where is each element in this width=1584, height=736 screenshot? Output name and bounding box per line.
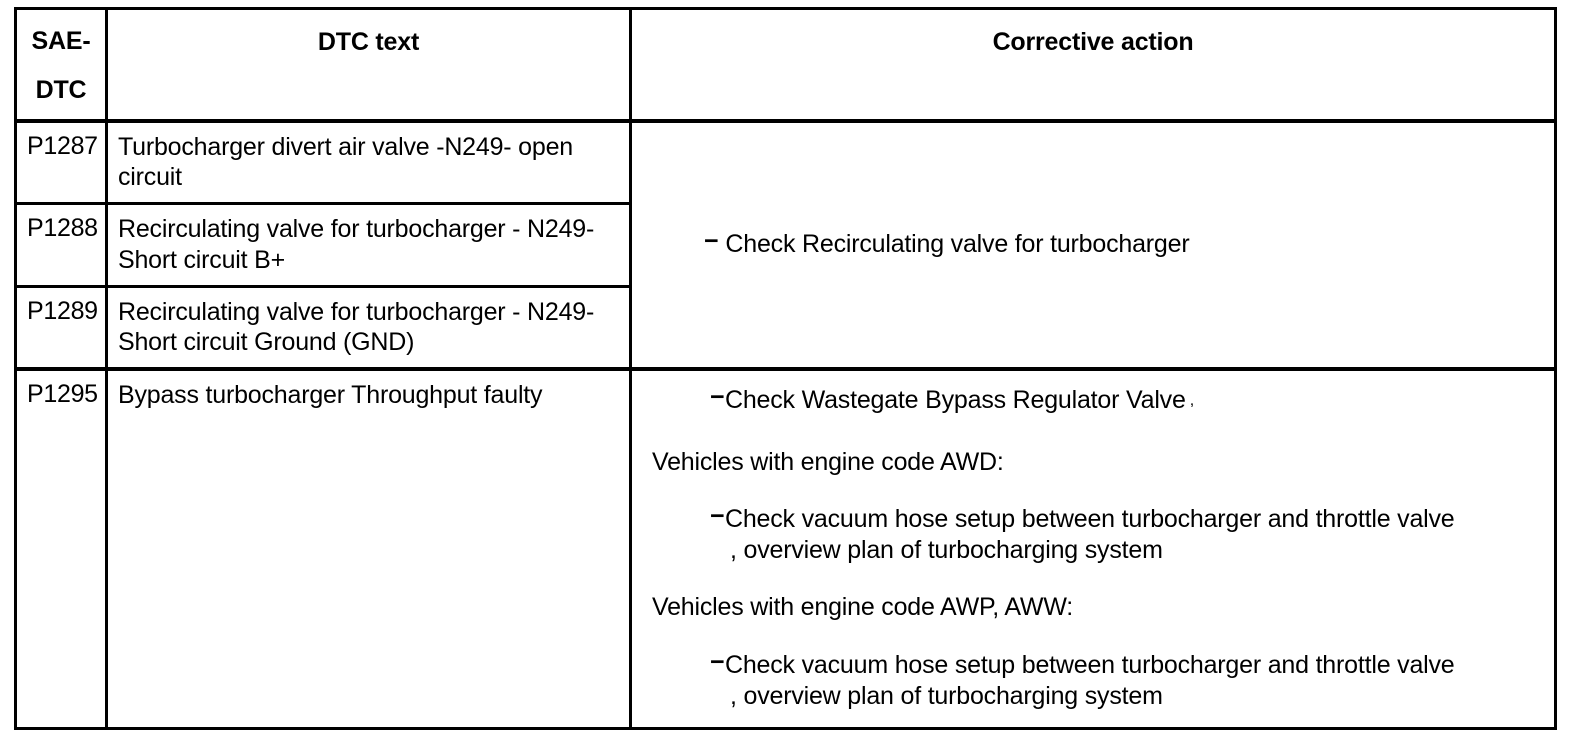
bullet-3-line2: , overview plan of turbocharging system	[730, 681, 1163, 710]
corrective-action-bullet-1: − Check Wastegate Bypass Regulator Valve…	[642, 383, 1544, 416]
bullet-dash-icon: −	[710, 383, 725, 412]
cell-corrective-action-group2: − Check Wastegate Bypass Regulator Valve…	[631, 369, 1556, 728]
bullet-3-line1: Check vacuum hose setup between turbocha…	[725, 650, 1455, 679]
bullet-1-text: Check Wastegate Bypass Regulator Valve	[725, 386, 1186, 415]
engine-code-heading-awd: Vehicles with engine code AWD:	[652, 447, 1004, 476]
corrective-action-bullet-2: − Check vacuum hose setup between turboc…	[642, 501, 1544, 535]
header-sae-line2: DTC	[35, 75, 87, 104]
table-header-row: SAE- DTC DTC text Corrective action	[15, 8, 1556, 123]
bullet-2-line1: Check vacuum hose setup between turbocha…	[725, 504, 1455, 533]
engine-code-heading-awp-aww: Vehicles with engine code AWP, AWW:	[652, 593, 1074, 622]
bullet-dash-icon: −	[710, 501, 725, 530]
corrective-action-text: Check Recirculating valve for turbocharg…	[725, 230, 1190, 259]
corrective-action-block: − Check Wastegate Bypass Regulator Valve…	[632, 371, 1554, 722]
bullet-dash-icon: −	[704, 227, 719, 256]
bullet-dash-icon: −	[710, 647, 725, 676]
dtc-table: SAE- DTC DTC text Corrective action P128…	[14, 7, 1557, 730]
table-row: P1289 Recirculating valve for turbocharg…	[15, 286, 1556, 372]
table-row: P1295 Bypass turbocharger Throughput fau…	[15, 369, 1556, 729]
bullet-2-line2: , overview plan of turbocharging system	[730, 536, 1163, 565]
cell-sae-code: P1287	[15, 120, 108, 206]
cell-corrective-action-group1: − Check Recirculating valve for turbocha…	[630, 120, 1556, 372]
spacer	[642, 478, 1544, 504]
spacer	[642, 624, 1544, 650]
spacer	[642, 417, 1544, 447]
cell-sae-code: P1289	[15, 286, 108, 372]
table-row: P1288 Recirculating valve for turbocharg…	[15, 203, 1556, 288]
corrective-action-bullet-3: − Check vacuum hose setup between turboc…	[642, 647, 1544, 681]
cell-sae-code: P1288	[15, 203, 108, 288]
header-sae-line1: SAE-	[31, 27, 91, 55]
table-row: P1287 Turbocharger divert air valve -N24…	[15, 120, 1556, 372]
cell-sae-code: P1295	[15, 369, 108, 729]
cell-dtc-text: Turbocharger divert air valve -N249- ope…	[106, 120, 632, 206]
spacer	[642, 566, 1544, 592]
cell-dtc-text: Recirculating valve for turbocharger - N…	[106, 286, 632, 372]
cell-dtc-text: Bypass turbocharger Throughput faulty	[106, 369, 632, 729]
header-cell-dtc-text: DTC text	[106, 8, 632, 123]
cell-dtc-text: Recirculating valve for turbocharger - N…	[106, 203, 632, 288]
corrective-action-bullet: − Check Recirculating valve for turbocha…	[632, 123, 1554, 368]
header-cell-corrective-action: Corrective action	[630, 8, 1556, 123]
header-cell-sae-dtc: SAE- DTC	[15, 8, 108, 123]
bullet-1-tail-mark: ,	[1189, 392, 1194, 410]
